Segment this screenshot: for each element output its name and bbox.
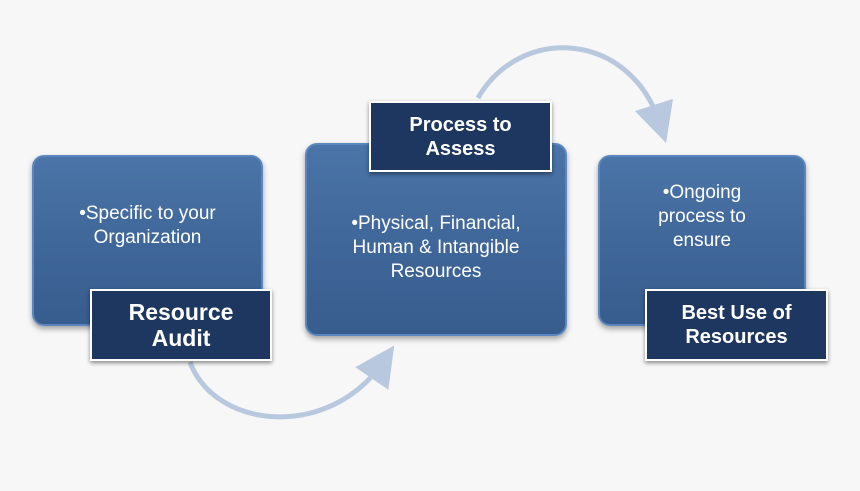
step-title-resource-audit: Resource Audit: [90, 289, 272, 361]
step-title-line: Resource: [128, 299, 234, 325]
step-title-line: Resources: [685, 326, 788, 348]
step-title-best-use: Best Use of Resources: [645, 289, 828, 361]
step-description: •Ongoing process to ensure: [600, 181, 804, 253]
step-title-line: Assess: [425, 137, 496, 160]
step-description-line: •Ongoing: [662, 182, 742, 203]
step-title-line: Process to: [409, 113, 512, 136]
step-title-line: Best Use of: [681, 302, 792, 324]
step-description: •Physical, Financial, Human & Intangible…: [307, 212, 565, 284]
step-box-process-to-assess: •Physical, Financial, Human & Intangible…: [305, 143, 567, 336]
step-description-line: process to: [658, 206, 746, 227]
step-description-line: ensure: [672, 230, 732, 251]
step-title-line: Audit: [151, 325, 211, 351]
arrow-assess-to-best-use: [475, 45, 673, 144]
step-description-line: •Physical, Financial,: [351, 213, 521, 234]
step-description-line: Human & Intangible: [352, 237, 520, 258]
step-description-line: •Specific to your: [79, 203, 216, 224]
step-description-line: Resources: [390, 261, 482, 282]
step-description-line: Organization: [93, 227, 202, 248]
step-description: •Specific to your Organization: [34, 202, 261, 250]
step-title-process-to-assess: Process to Assess: [369, 101, 552, 172]
arrow-audit-to-assess: [187, 345, 395, 420]
